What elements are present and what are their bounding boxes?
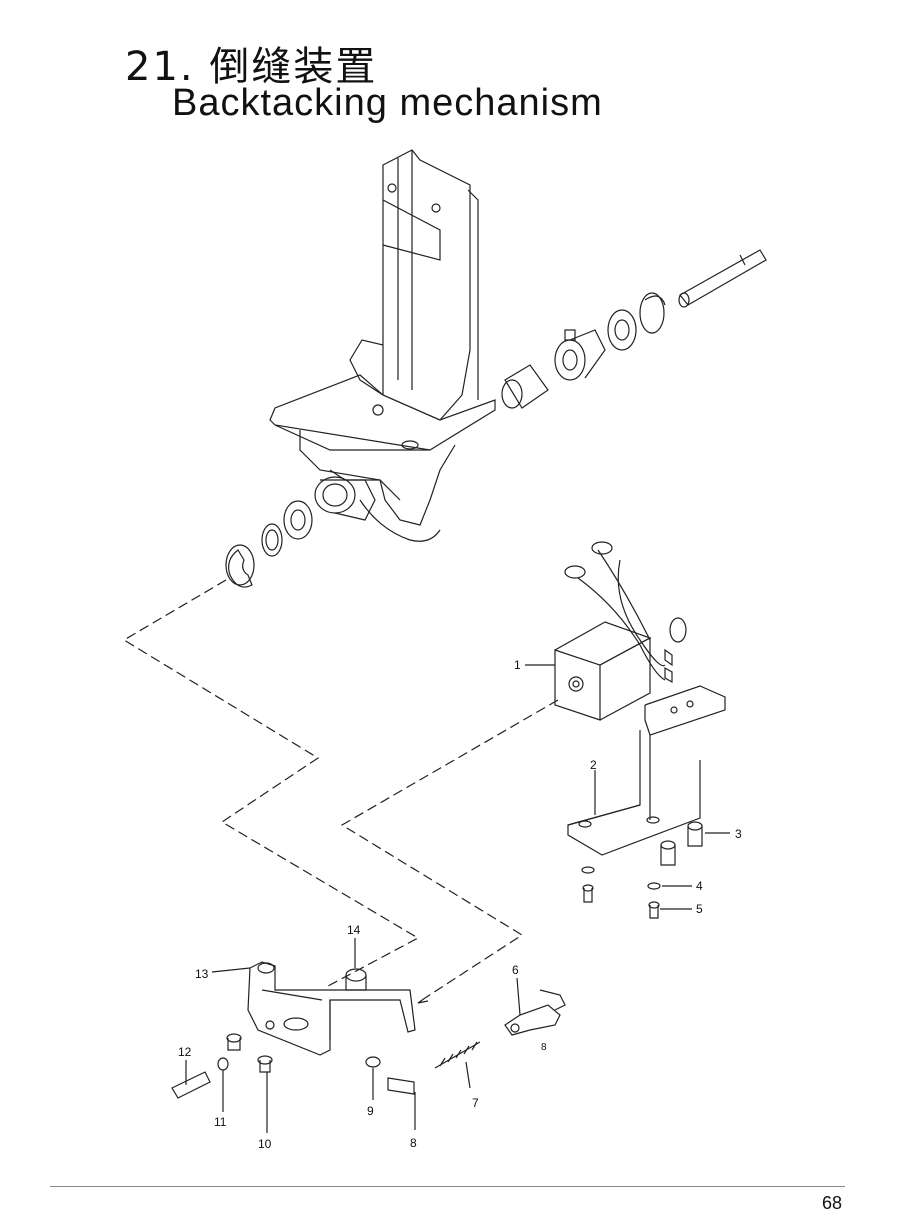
callout-12: 12 xyxy=(178,1045,192,1059)
backtack-lever-plate xyxy=(247,961,416,1056)
callout-11: 11 xyxy=(214,1115,227,1129)
bolt-8 xyxy=(387,1077,415,1095)
assembly-guide-lines xyxy=(122,579,559,999)
callout-7: 7 xyxy=(472,1096,479,1110)
callout-8-small: 8 xyxy=(541,1042,547,1053)
callout-5: 5 xyxy=(696,902,703,916)
callout-10: 10 xyxy=(258,1137,272,1151)
callout-3: 3 xyxy=(735,827,742,841)
screw-pair-upper xyxy=(226,1033,242,1051)
callout-8: 8 xyxy=(410,1136,417,1150)
callout-1: 1 xyxy=(514,658,521,672)
solenoid xyxy=(554,541,687,721)
solenoid-bracket xyxy=(567,685,726,856)
callout-13: 13 xyxy=(195,967,209,981)
section-title-english: Backtacking mechanism xyxy=(172,82,603,124)
guide-arrowhead xyxy=(417,997,429,1004)
spring-7 xyxy=(434,1041,481,1069)
screw-set-3 xyxy=(660,821,703,866)
washer-and-screw-set xyxy=(581,866,661,919)
arm-hub xyxy=(314,476,376,521)
callout-4: 4 xyxy=(696,879,703,893)
callout-2: 2 xyxy=(590,758,597,772)
right-shaft-assembly xyxy=(501,249,767,409)
callout-6: 6 xyxy=(512,963,519,977)
screw-10 xyxy=(257,1055,273,1073)
screw-12 xyxy=(171,1071,211,1099)
link-6 xyxy=(504,989,566,1036)
callout-9: 9 xyxy=(367,1104,374,1118)
nut-9 xyxy=(365,1056,381,1068)
main-arm-casting xyxy=(269,149,496,542)
page-number: 68 xyxy=(821,1193,842,1213)
callout-labels: 1 2 3 4 5 6 7 8 9 10 11 12 13 14 8 xyxy=(178,658,742,1151)
left-bearing-set xyxy=(225,500,313,588)
leader-lines xyxy=(185,664,730,1133)
washer-11 xyxy=(217,1057,229,1071)
callout-14: 14 xyxy=(347,923,361,937)
roller-14 xyxy=(345,968,367,991)
footer-rule xyxy=(50,1186,845,1187)
section-title-chinese: 21. 倒缝装置 xyxy=(125,44,378,90)
